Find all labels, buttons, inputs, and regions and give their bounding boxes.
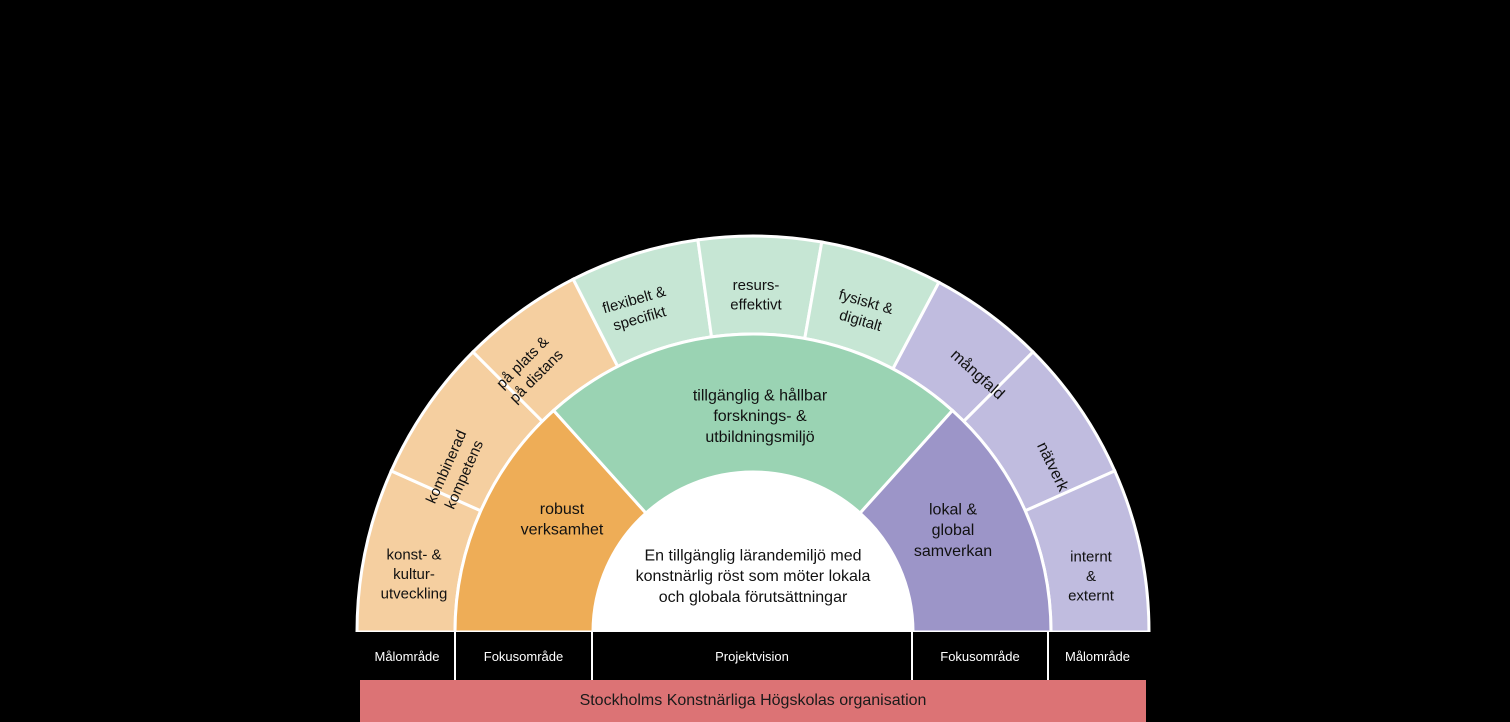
focus-area-middle-label-line: forsknings- & [713,408,807,425]
label-project-vision: Projektvision [593,632,913,680]
focus-area-left-label: robust verksamhet [521,501,604,539]
organization-bar: Stockholms Konstnärliga Högskolas organi… [360,680,1146,722]
goal-resurseffektivt-label-line: effektivt [730,297,782,314]
label-goal-area-left: Målområde [360,632,456,680]
focus-area-middle-label: tillgänglig & hållbar forsknings- & utbild… [693,386,828,446]
focus-area-left-label-line: verksamhet [521,522,604,539]
goal-konst-kultur-label-line: utveckling [381,585,448,602]
fan-chart: konst- &kultur-utvecklingkombineradkompe… [355,234,1151,632]
project-vision-text-line: konstnärlig röst som möter lokala [636,568,871,585]
goal-konst-kultur-label-line: konst- & [386,546,441,563]
label-goal-area-right: Målområde [1049,632,1146,680]
focus-area-right-label-line: samverkan [914,543,992,560]
goal-internt-externt-label: internt & externt [1068,548,1115,604]
goal-konst-kultur-label-line: kultur- [393,566,435,583]
project-vision-text: En tillgänglig lärandemiljö med konstnärl… [636,547,871,606]
focus-area-right-label-line: global [932,522,975,539]
goal-internt-externt-label-line: externt [1068,587,1115,604]
label-focus-area-left: Fokusområde [456,632,593,680]
goal-internt-externt-label-line: & [1086,568,1096,585]
goal-resurseffektivt-label: resurs-effektivt [730,277,782,314]
focus-area-middle-label-line: utbildningsmiljö [705,429,814,446]
project-vision-text-line: och globala förutsättningar [659,589,848,606]
label-focus-area-right: Fokusområde [913,632,1049,680]
focus-area-left-label-line: robust [540,501,585,518]
project-vision-disc [593,472,913,632]
goal-internt-externt-label-line: internt [1070,548,1113,565]
focus-area-right-label-line: lokal & [929,501,977,518]
goal-konst-kultur-label: konst- & kultur-utveckling [381,546,448,602]
focus-area-middle-label-line: tillgänglig & hållbar [693,386,828,404]
goal-resurseffektivt-label-line: resurs- [733,277,780,294]
project-vision-text-line: En tillgänglig lärandemiljö med [644,547,861,564]
focus-area-right-label: lokal & global samverkan [914,501,992,560]
